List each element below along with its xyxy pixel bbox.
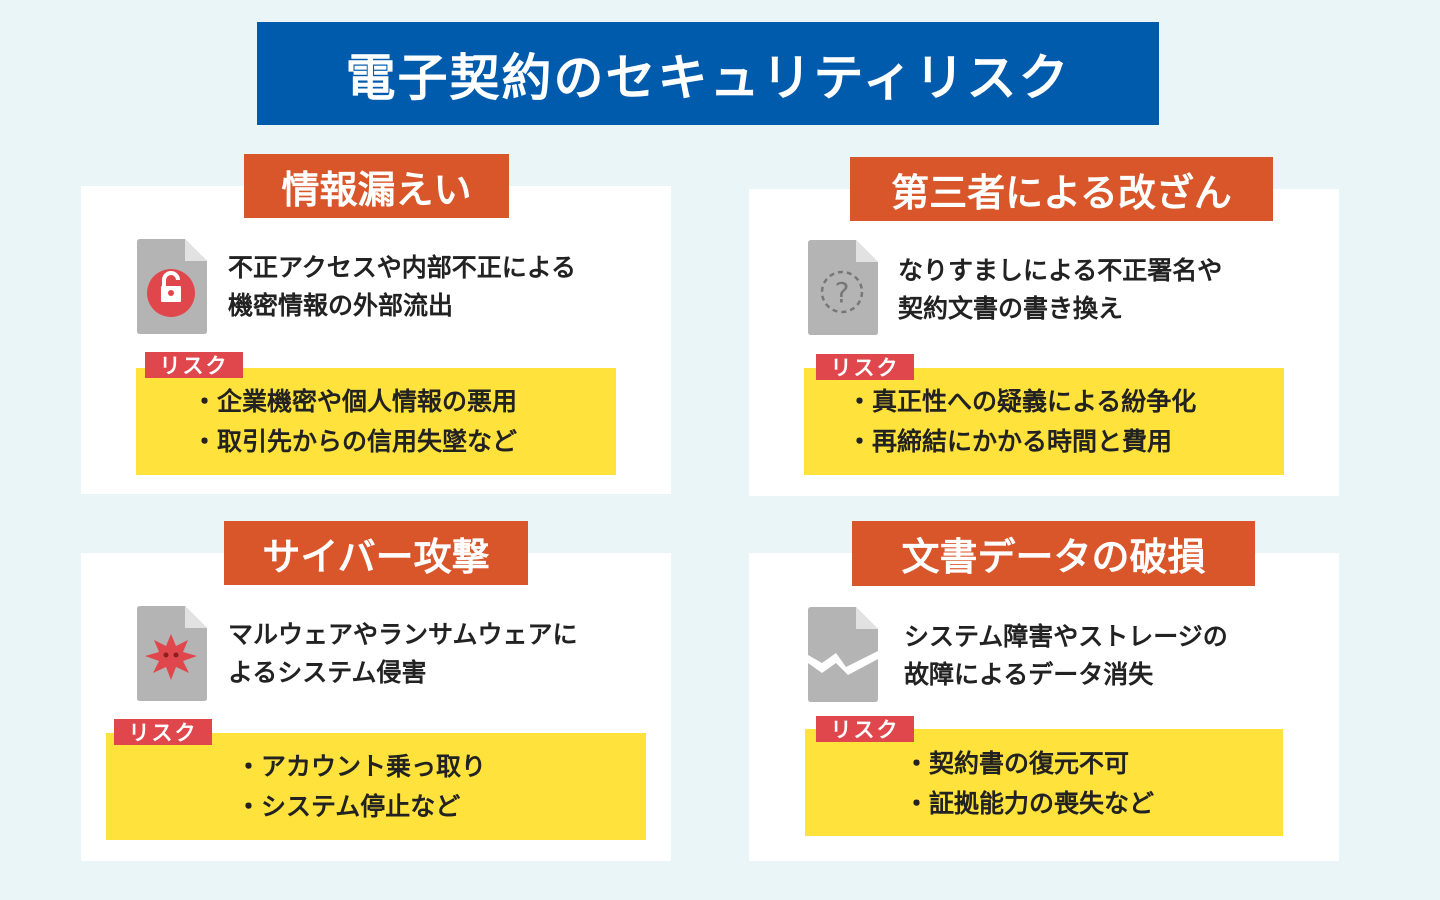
risk-box bbox=[136, 368, 616, 475]
risk-item: ・契約書の復元不可 bbox=[904, 749, 1130, 778]
card-description: 不正アクセスや内部不正による 機密情報の外部流出 bbox=[228, 249, 576, 325]
description-line: マルウェアやランサムウェアに bbox=[228, 620, 578, 649]
risk-label: リスク bbox=[114, 719, 212, 745]
card-description: なりすましによる不正署名や 契約文書の書き換え bbox=[898, 252, 1222, 328]
card-title: 第三者による改ざん bbox=[850, 157, 1273, 221]
risk-item: ・再締結にかかる時間と費用 bbox=[847, 427, 1173, 456]
card-title: 情報漏えい bbox=[244, 154, 509, 218]
description-line: 契約文書の書き換え bbox=[898, 294, 1124, 323]
risk-label: リスク bbox=[145, 352, 243, 378]
card-title: 文書データの破損 bbox=[852, 521, 1255, 586]
risk-item: ・取引先からの信用失墜など bbox=[192, 427, 518, 456]
risk-list: ・アカウント乗っ取り ・システム停止など bbox=[236, 747, 486, 827]
page-title: 電子契約のセキュリティリスク bbox=[257, 22, 1159, 125]
risk-box bbox=[106, 733, 646, 840]
card-description: システム障害やストレージの 故障によるデータ消失 bbox=[904, 618, 1228, 694]
description-line: なりすましによる不正署名や bbox=[898, 256, 1223, 285]
risk-item: ・真正性への疑義による紛争化 bbox=[847, 387, 1197, 416]
description-line: 不正アクセスや内部不正による bbox=[228, 253, 577, 282]
risk-item: ・企業機密や個人情報の悪用 bbox=[192, 387, 518, 416]
risk-item: ・アカウント乗っ取り bbox=[236, 752, 487, 781]
risk-box bbox=[804, 368, 1284, 475]
card-description: マルウェアやランサムウェアに よるシステム侵害 bbox=[228, 616, 578, 692]
risk-box bbox=[805, 729, 1283, 836]
description-line: よるシステム侵害 bbox=[228, 658, 427, 687]
unlocked-padlock-document-icon bbox=[137, 239, 207, 334]
risk-item: ・システム停止など bbox=[236, 792, 461, 821]
risk-label: リスク bbox=[816, 716, 914, 742]
description-line: システム障害やストレージの bbox=[904, 622, 1228, 651]
risk-list: ・契約書の復元不可 ・証拠能力の喪失など bbox=[904, 744, 1154, 824]
risk-list: ・真正性への疑義による紛争化 ・再締結にかかる時間と費用 bbox=[847, 382, 1196, 462]
risk-list: ・企業機密や個人情報の悪用 ・取引先からの信用失墜など bbox=[192, 382, 517, 462]
broken-document-icon bbox=[808, 607, 878, 702]
card-title: サイバー攻撃 bbox=[224, 521, 528, 585]
risk-item: ・証拠能力の喪失など bbox=[904, 789, 1155, 818]
virus-document-icon bbox=[137, 606, 207, 701]
description-line: 機密情報の外部流出 bbox=[228, 291, 454, 320]
risk-label: リスク bbox=[816, 354, 914, 380]
svg-text:?: ? bbox=[835, 276, 850, 309]
description-line: 故障によるデータ消失 bbox=[904, 660, 1154, 689]
question-document-icon: ? bbox=[808, 240, 878, 335]
